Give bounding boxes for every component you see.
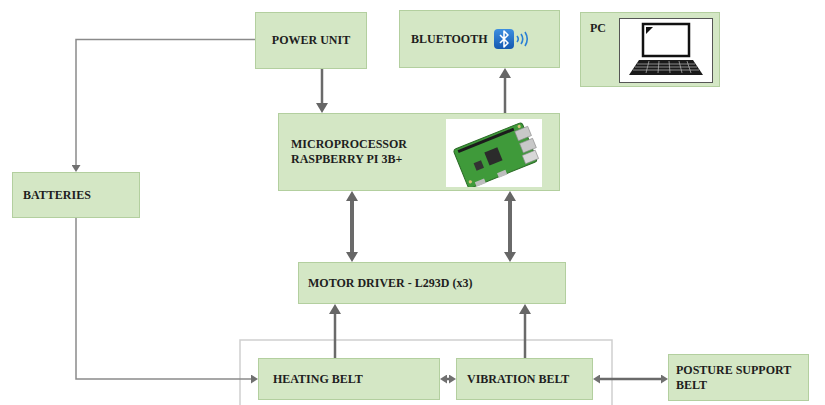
microprocessor-box: MICROPROCESSOR RASPBERRY PI 3B+ [278, 113, 560, 191]
posture-support-belt-box: POSTURE SUPPORT BELT [668, 354, 809, 401]
bluetooth-box: BLUETOOTH [399, 10, 560, 68]
bluetooth-icon [494, 28, 530, 50]
node-label: POSTURE SUPPORT BELT [676, 363, 802, 393]
connector-arrow [76, 40, 255, 166]
pc-box: PC [580, 12, 720, 87]
node-label: MICROPROCESSOR RASPBERRY PI 3B+ [291, 137, 441, 167]
laptop-icon [619, 18, 713, 83]
node-label: MOTOR DRIVER - L293D (x3) [308, 276, 472, 291]
node-label: BATTERIES [23, 188, 91, 203]
batteries-box: BATTERIES [12, 172, 140, 218]
node-label: POWER UNIT [272, 33, 350, 48]
power-unit-box: POWER UNIT [255, 12, 367, 69]
connector-arrow [504, 78, 507, 113]
belt-enclosure [240, 340, 612, 405]
connector-arrow [334, 314, 337, 358]
node-label: HEATING BELT [273, 372, 363, 387]
connector-arrow [350, 201, 354, 252]
connector-arrow [321, 69, 324, 103]
connector-arrow [76, 218, 251, 379]
vibration-belt-box: VIBRATION BELT [456, 358, 593, 400]
heating-belt-box: HEATING BELT [258, 358, 440, 400]
raspberry-pi-picture [446, 119, 542, 187]
node-label: VIBRATION BELT [467, 372, 569, 387]
connector-arrow [524, 314, 527, 358]
connector-arrow [447, 378, 449, 381]
node-label: BLUETOOTH [411, 32, 487, 47]
connector-arrow [600, 378, 661, 381]
node-label: PC [590, 21, 606, 36]
connector-arrow [508, 201, 512, 252]
motor-driver-box: MOTOR DRIVER - L293D (x3) [298, 262, 566, 304]
